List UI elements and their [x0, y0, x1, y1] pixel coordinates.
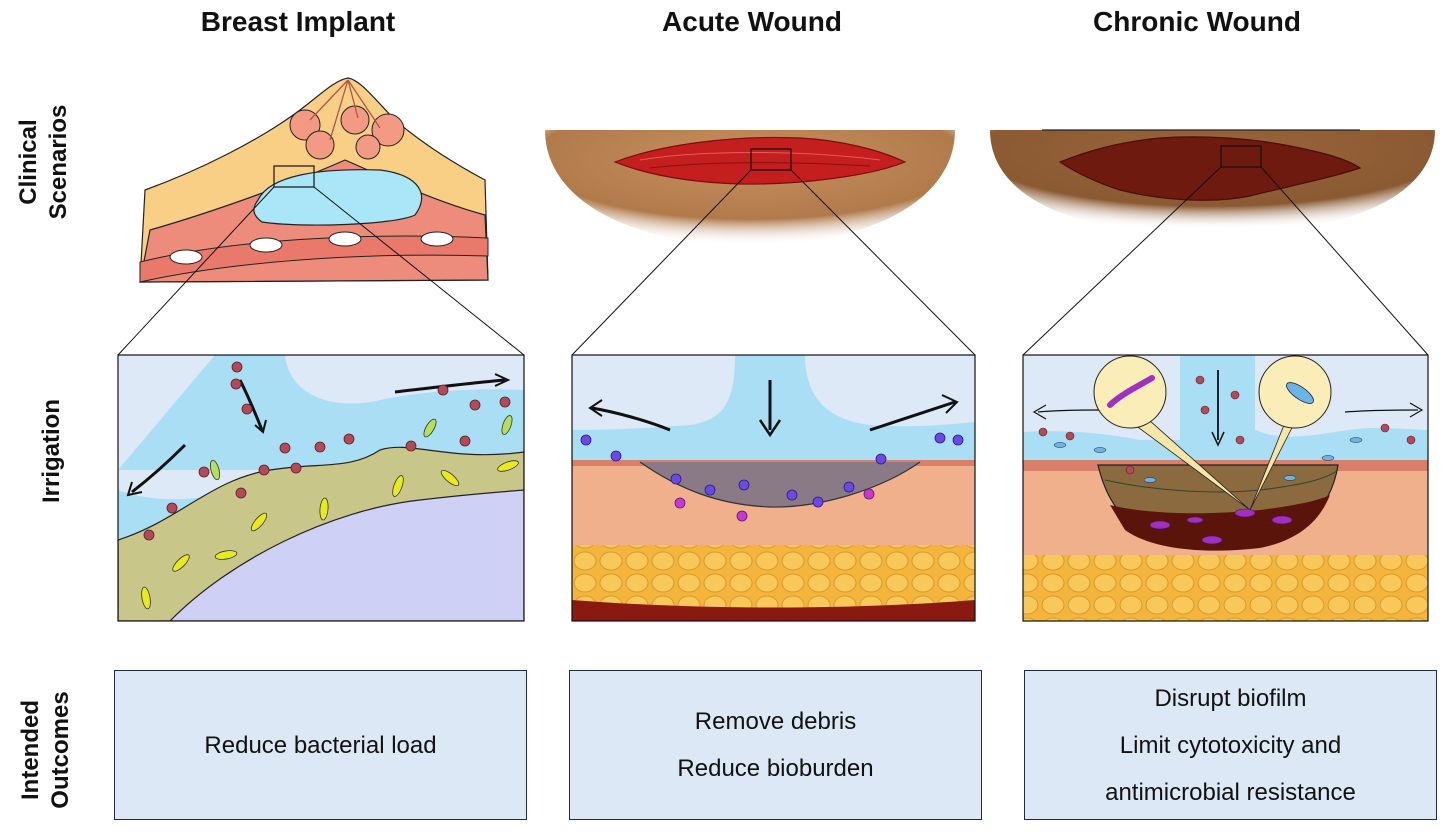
- title-acute-wound: Acute Wound: [662, 6, 842, 37]
- outcome-chronic-line3: antimicrobial resistance: [1105, 778, 1356, 806]
- breast-cross-section: [139, 77, 489, 283]
- outcome-acute-line1: Remove debris: [694, 708, 857, 735]
- title-chronic-wound: Chronic Wound: [1093, 6, 1301, 37]
- chronic-wound-skin: [990, 129, 1435, 235]
- panel-chronic-irrigation: [1023, 355, 1428, 621]
- outcome-box-breast-implant: Reduce bacterial load: [114, 670, 527, 820]
- panel-acute-irrigation: [572, 355, 975, 621]
- panel-breast-irrigation: [118, 355, 524, 621]
- title-breast-implant: Breast Implant: [200, 6, 396, 37]
- outcome-chronic-line1: Disrupt biofilm: [1154, 684, 1307, 712]
- outcome-acute-line2: Reduce bioburden: [677, 755, 874, 782]
- outcome-box-chronic-wound: Disrupt biofilm Limit cytotoxicity and a…: [1024, 670, 1437, 820]
- outcome-box-acute-wound: Remove debris Reduce bioburden: [569, 670, 982, 820]
- acute-wound-skin: [545, 130, 955, 245]
- outcome-breast-line1: Reduce bacterial load: [204, 731, 437, 759]
- outcome-chronic-line2: Limit cytotoxicity and: [1119, 731, 1342, 759]
